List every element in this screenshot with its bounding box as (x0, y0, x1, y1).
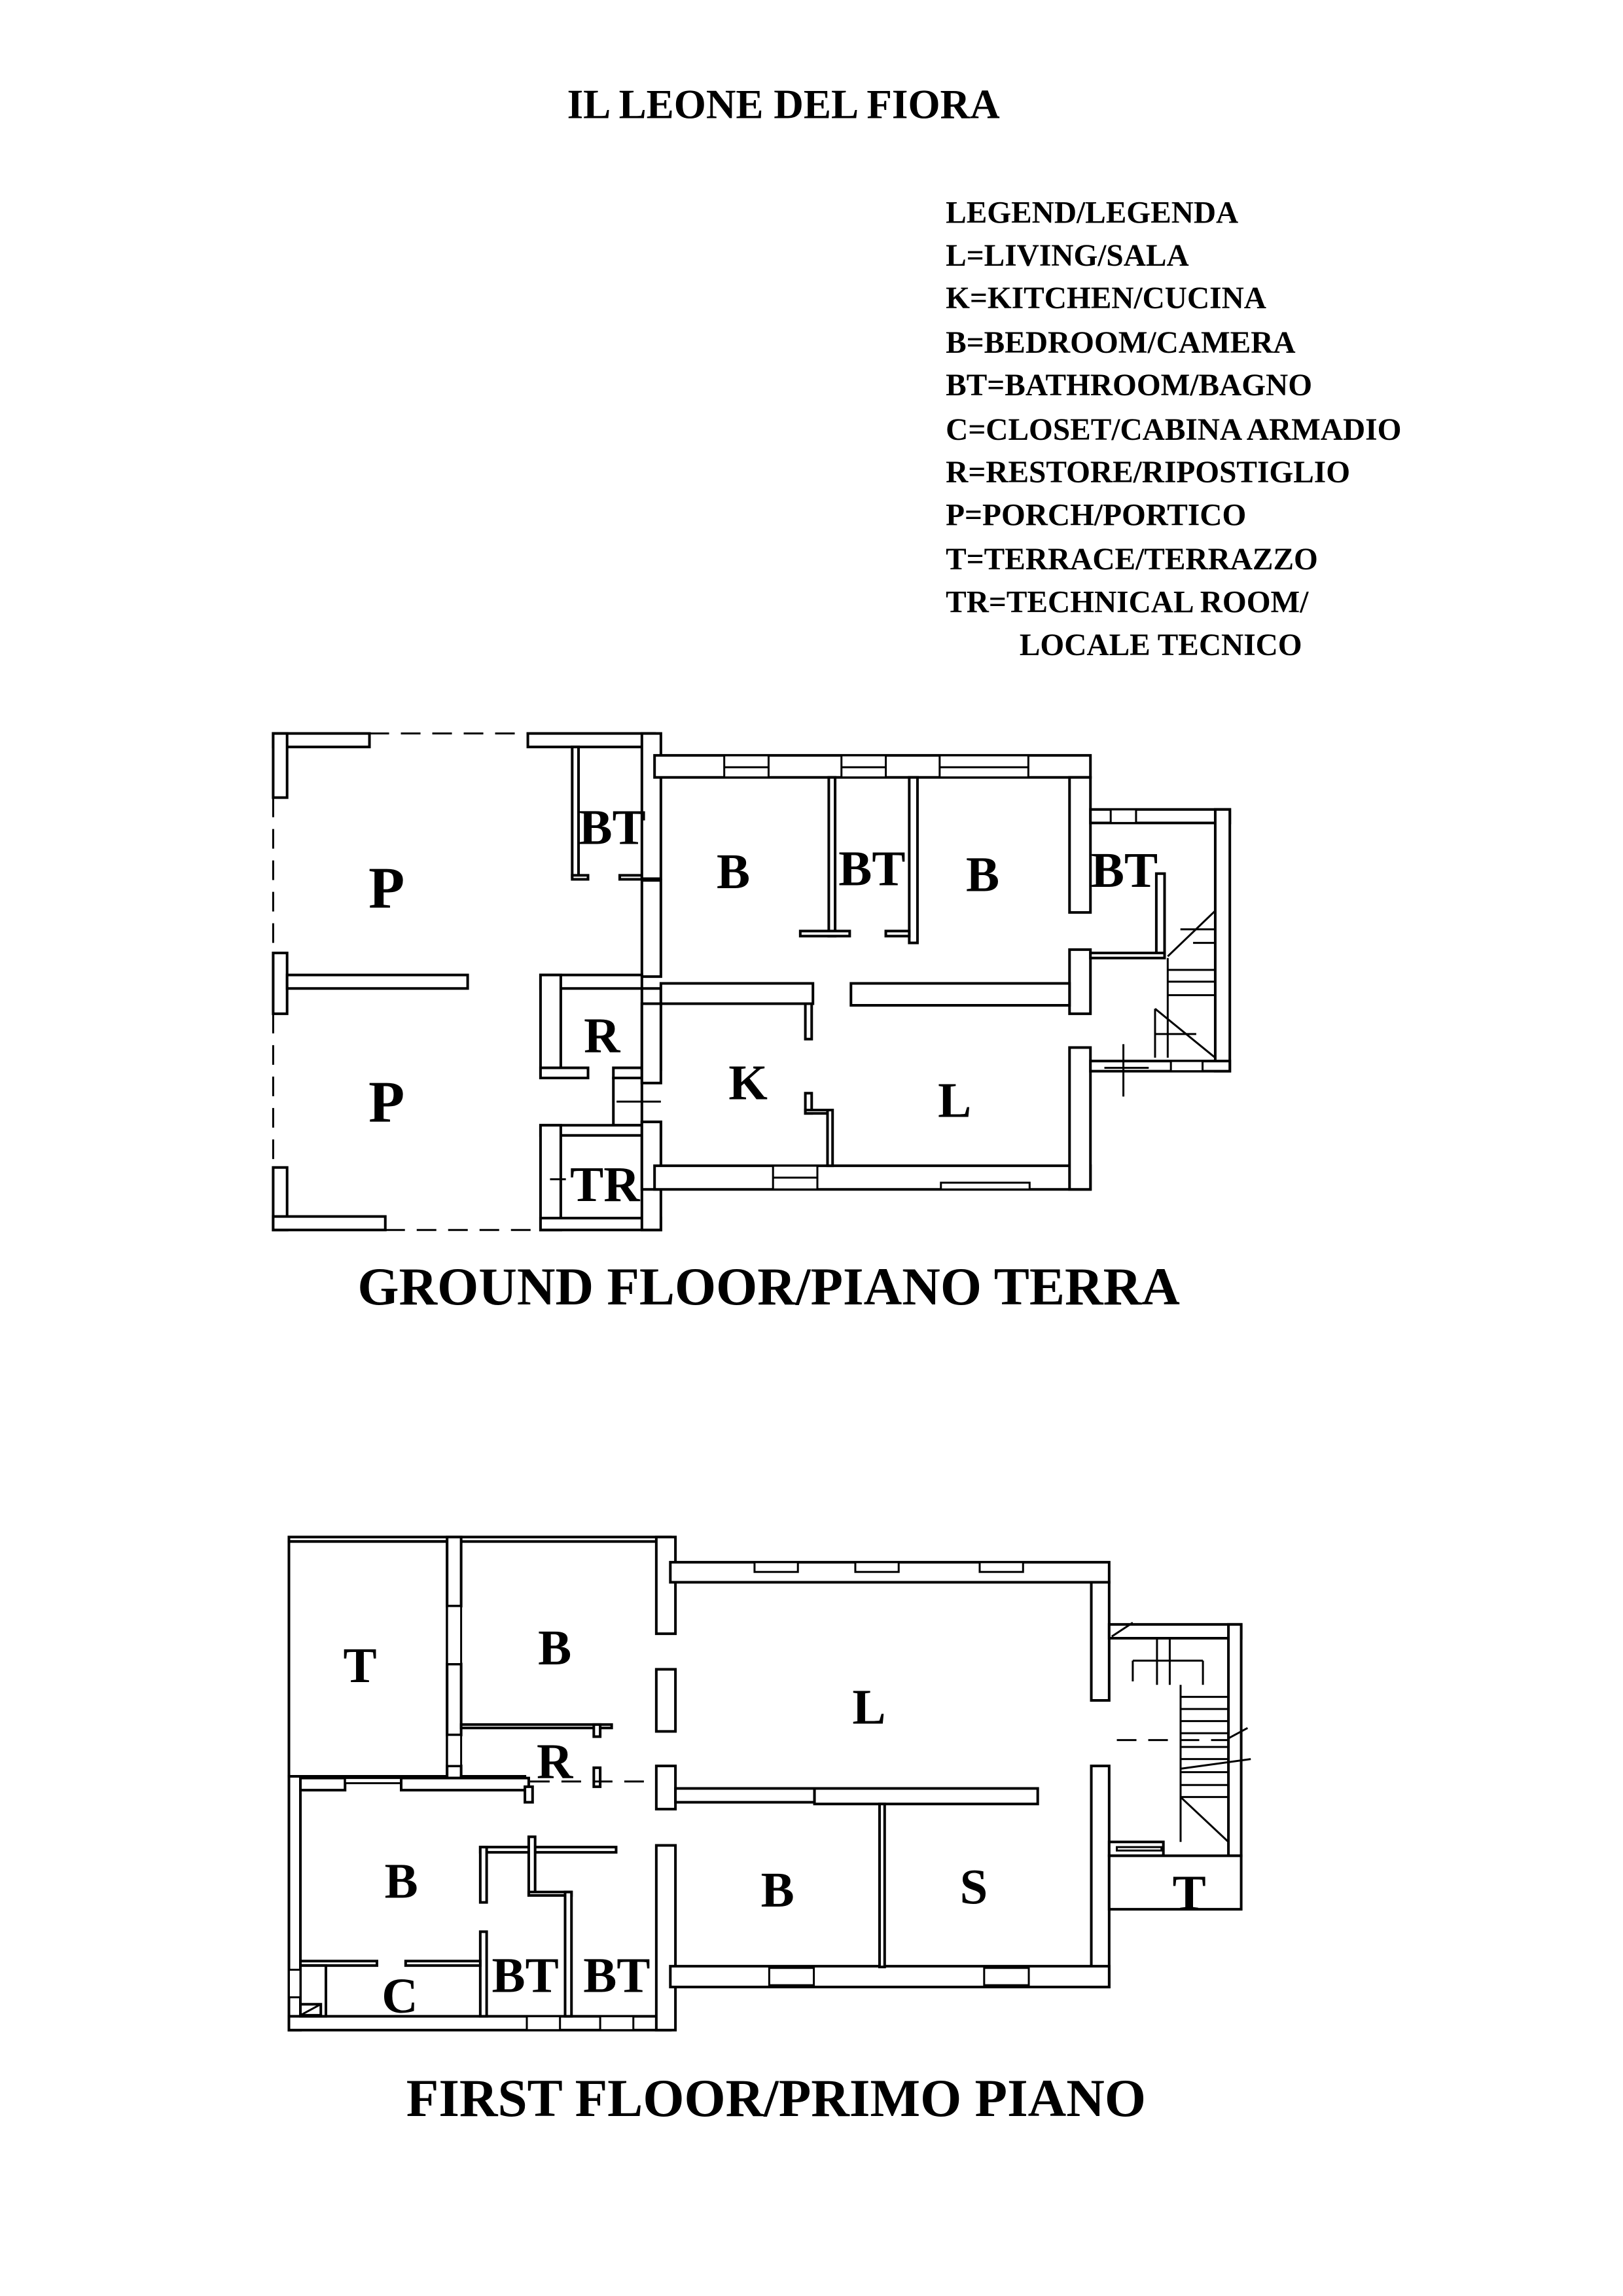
legend-item: B=BEDROOM/CAMERA (946, 326, 1295, 360)
room-label: B (385, 1853, 418, 1909)
room-label: TR (570, 1157, 641, 1212)
legend: LEGEND/LEGENDA L=LIVING/SALA K=KITCHEN/C… (946, 196, 1401, 662)
room-label: C (382, 1968, 418, 2024)
room-label: B (717, 844, 750, 899)
legend-item: P=PORCH/PORTICO (946, 499, 1246, 533)
staircase (1155, 911, 1215, 1058)
room-label: B (538, 1620, 571, 1676)
room-label: R (584, 1007, 621, 1063)
room-label: BT (492, 1948, 559, 2003)
page-title: IL LEONE DEL FIORA (567, 81, 1001, 127)
room-label: T (344, 1638, 377, 1693)
room-label: BT (579, 800, 646, 855)
room-label: K (728, 1055, 768, 1111)
legend-item: L=LIVING/SALA (946, 239, 1189, 273)
ground-floor-plan (273, 734, 1230, 1230)
legend-item: BT=BATHROOM/BAGNO (946, 368, 1312, 403)
legend-item: K=KITCHEN/CUCINA (946, 281, 1266, 315)
room-label: P (368, 855, 404, 921)
room-label: T (1173, 1865, 1206, 1920)
staircase (1112, 1623, 1251, 1842)
ground-floor-caption: GROUND FLOOR/PIANO TERRA (357, 1257, 1180, 1316)
room-label: P (368, 1069, 404, 1134)
legend-item: R=RESTORE/RIPOSTIGLIO (946, 456, 1350, 490)
first-floor-room-labels: T B L R B B S T BT BT C (344, 1620, 1206, 2024)
legend-heading: LEGEND/LEGENDA (946, 196, 1238, 230)
room-label: L (938, 1073, 971, 1128)
room-label: BT (838, 841, 905, 897)
room-label: BT (583, 1948, 650, 2003)
legend-item: TR=TECHNICAL ROOM/ (946, 586, 1309, 620)
legend-item: C=CLOSET/CABINA ARMADIO (946, 413, 1401, 447)
legend-item: LOCALE TECNICO (1020, 628, 1302, 662)
first-floor-plan (289, 1537, 1251, 2030)
first-floor-caption: FIRST FLOOR/PRIMO PIANO (406, 2069, 1146, 2128)
room-label: B (761, 1862, 794, 1918)
room-label: B (966, 847, 999, 903)
room-label: R (537, 1734, 574, 1789)
room-label: S (960, 1859, 988, 1914)
room-label: BT (1091, 842, 1158, 898)
legend-item: T=TERRACE/TERRAZZO (946, 543, 1318, 577)
ground-floor-room-labels: P BT B BT B BT R P K L TR (368, 800, 1158, 1213)
room-label: L (852, 1679, 885, 1734)
